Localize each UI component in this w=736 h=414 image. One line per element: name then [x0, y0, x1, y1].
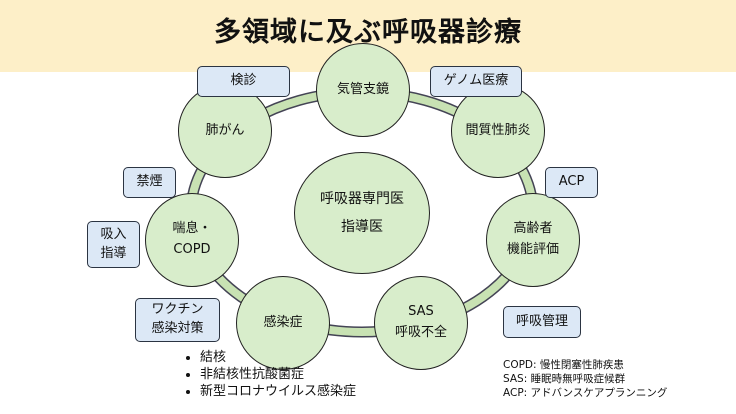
node-label: SAS	[408, 304, 434, 320]
node-lung-cancer: 肺がん	[178, 84, 272, 178]
page-title: 多領域に及ぶ呼吸器診療	[214, 17, 522, 48]
box-label: ワクチン	[151, 302, 204, 318]
list-item: 非結核性抗酸菌症	[200, 366, 356, 383]
node-label: 喘息・	[172, 221, 212, 237]
node-elderly: 高齢者機能評価	[486, 193, 580, 287]
node-label: 高齢者	[513, 221, 553, 237]
box-label: ゲノム医療	[443, 73, 509, 89]
legend-item: ACP: アドバンスケアプランニング	[503, 387, 668, 399]
legend-item: SAS: 睡眠時無呼吸症候群	[503, 373, 626, 385]
center-line1: 呼吸器専門医	[320, 191, 404, 207]
node-label: 気管支鏡	[336, 81, 389, 97]
box-label: 吸入	[100, 226, 127, 242]
box-label: 指導	[100, 245, 127, 261]
list-item: 結核	[200, 349, 356, 366]
box-label: 感染対策	[151, 321, 204, 336]
box-acp: ACP	[545, 167, 598, 198]
node-label: 肺がん	[205, 122, 245, 138]
box-label: 禁煙	[136, 174, 163, 190]
node-bronchoscopy: 気管支鏡	[316, 43, 410, 137]
node-label: 感染症	[263, 314, 303, 330]
box-smoking: 禁煙	[123, 167, 176, 198]
node-asthma-copd: 喘息・ COPD	[145, 193, 239, 287]
node-label: 間質性肺炎	[465, 122, 531, 138]
node-ild: 間質性肺炎	[451, 84, 545, 178]
node-infection: 感染症	[236, 276, 330, 370]
node-label: COPD	[173, 242, 211, 257]
center-line2: 指導医	[341, 219, 383, 235]
box-resp-mgmt: 呼吸管理	[503, 306, 581, 338]
legend-item: COPD: 慢性閉塞性肺疾患	[503, 359, 624, 371]
box-label: ACP	[558, 174, 585, 190]
abbreviation-legend: COPD: 慢性閉塞性肺疾患 SAS: 睡眠時無呼吸症候群 ACP: アドバンス…	[503, 358, 667, 400]
infection-list: 結核 非結核性抗酸菌症 新型コロナウイルス感染症	[180, 349, 356, 400]
box-inhalation: 吸入指導	[87, 221, 140, 268]
box-genome: ゲノム医療	[430, 66, 522, 97]
node-label: 呼吸不全	[394, 325, 447, 340]
box-screening: 検診	[197, 66, 290, 97]
box-label: 検診	[230, 73, 257, 89]
node-label: 機能評価	[506, 242, 559, 257]
node-sas: SAS 呼吸不全	[374, 276, 468, 370]
list-item: 新型コロナウイルス感染症	[200, 383, 356, 400]
box-vaccine: ワクチン感染対策	[135, 298, 220, 342]
center-node: 呼吸器専門医指導医	[294, 152, 430, 274]
box-label: 呼吸管理	[515, 313, 568, 329]
